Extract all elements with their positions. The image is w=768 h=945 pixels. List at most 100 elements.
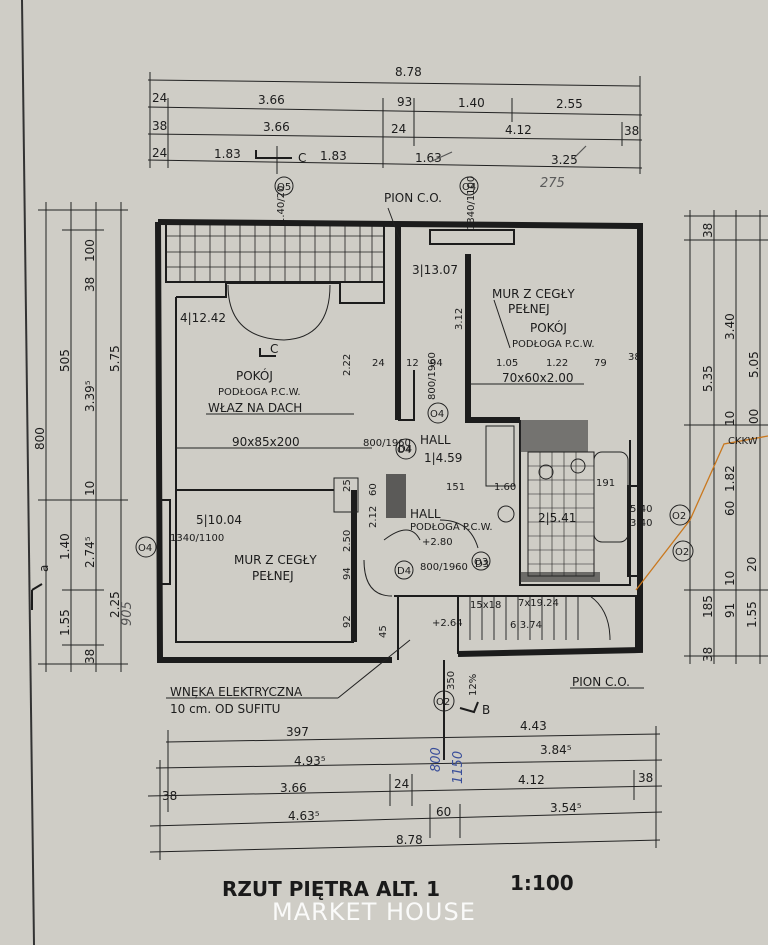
axis-label: O4 [462,182,476,193]
bottom-dim-total: 8.78 [396,833,423,847]
axis-label: O2 [675,547,689,558]
hall-area: 1|4.59 [424,451,462,465]
dim-note: 1.60 [494,482,516,493]
section-c-marker-room: C [270,342,278,356]
room-area-label: 5|10.04 [196,513,242,527]
left-dim: 38 [83,277,97,292]
right-dim: 38 [701,647,715,662]
dim-note: 92 [342,615,353,628]
bottom-dim: 3.54⁵ [550,801,582,815]
bottom-dim: 3.66 [280,781,307,795]
top-dim: 3.66 [258,93,285,107]
dim-note: 94 [342,567,353,580]
dim-note: 3.12 [454,308,465,330]
door-size: 800/1960 [363,438,411,449]
svg-text:C: C [298,151,306,165]
dim-note: 1.05 [496,358,518,369]
hall-name: HALL [420,433,451,447]
right-dim: 1.82 [723,465,737,492]
left-dim: 1.40 [58,533,72,560]
dim-note: 151 [446,482,465,493]
pion-label-top: PION C.O. [384,191,442,205]
right-dim: 91 [723,603,737,618]
left-dim: 10 [83,481,97,496]
room-floor: PODŁOGA P.C.W. [512,339,595,350]
bottom-dim: 38 [638,771,653,785]
section-a-marker [31,583,43,610]
roof-hatch-label: WŁAZ NA DACH [208,401,302,415]
dim-note: 2.12 [368,506,379,528]
top-dim: 1.83 [320,149,347,163]
sheet-border-line [21,0,35,945]
axis-label: O3 [474,557,488,568]
level-label: +2.64 [432,618,463,629]
dim-note: 191 [596,478,615,489]
top-dim: 24 [152,146,167,160]
top-dim: 4.12 [505,123,532,137]
left-dim: 100 [83,239,97,262]
dim-note: 2.22 [342,354,353,376]
dim-note: 12% [468,674,479,696]
right-dim: 10 [723,411,737,426]
right-dim: 1.55 [745,601,759,628]
balcony-grid [165,221,385,283]
dim-note: 2.50 [342,530,353,552]
electrical-niche-note: WNĘKA ELEKTRYCZNA 10 cm. OD SUFITU PION … [166,639,644,716]
right-dim: 5.35 [701,365,715,392]
dim-note: 38 [628,352,641,363]
room-area-label: 4|12.42 [180,311,226,325]
handwritten-note: 905 [120,601,135,626]
left-dim: 2.25 [108,591,122,618]
top-dim-total: 8.78 [395,65,422,79]
bottom-dim: 38 [162,789,177,803]
stairs-size: 7x19.24 [518,598,559,609]
left-dim: 800 [33,427,47,450]
top-dim: 1.40 [458,96,485,110]
window-size-top: 1340/1100 [466,176,477,230]
bottom-dim: 3.84⁵ [540,743,572,757]
left-dim: 5.75 [108,345,122,372]
room-wall-label: PEŁNEJ [252,569,294,583]
svg-text:a: a [37,565,51,572]
right-dim: 60 [723,501,737,516]
bottom-dim: 397 [286,725,309,739]
drawing-title: RZUT PIĘTRA ALT. 1 [222,877,440,901]
bottom-dim: 4.12 [518,773,545,787]
hall-floor: PODŁOGA P.C.W. [410,522,493,533]
top-dim: 3.25 [551,153,578,167]
top-dim: 24 [152,91,167,105]
stairs-steps: 15x18 [470,600,501,611]
bathroom-area: 2|5.41 [538,511,576,525]
right-dim: 00 [747,409,761,424]
top-dim: 1.63 [415,151,442,165]
top-dim: 1.83 [214,147,241,161]
bottom-dim: 24 [394,777,409,791]
bottom-dim: 60 [436,805,451,819]
drawing-scale: 1:100 [510,871,574,895]
axis-label: O5 [277,182,291,193]
room-labels: 4|12.42 C POKÓJ PODŁOGA P.C.W. WŁAZ NA D… [170,176,652,696]
door-size: 800/1960 [420,562,468,573]
handwritten-note: 275 [540,176,565,191]
window-size-left: 1340/1100 [170,533,224,544]
dim-note: 350 [446,671,457,690]
dim-note: 60 [368,483,379,496]
bottom-dimension-chains: 397 4.43 4.93⁵ 3.84⁵ 38 3.66 24 4.12 38 … [147,719,663,860]
room-floor: PODŁOGA P.C.W. [218,387,301,398]
dim-note: 12 [406,358,419,369]
pion-label-bottom: PION C.O. [572,675,630,689]
axis-label: O2 [672,511,686,522]
room-name: POKÓJ [236,368,273,383]
top-dim: 38 [624,124,639,138]
door-marker: D4 [397,566,411,577]
axis-label: O4 [430,409,444,420]
dim-note: 25 [342,479,353,492]
bathroom-fixtures [333,420,629,577]
dim-note: 79 [594,358,607,369]
right-dim: 185 [701,595,715,618]
top-dim: 93 [397,95,412,109]
dim-note: 3|40 [630,518,652,529]
right-dimension-chains: 38 3.40 5.35 5.05 10 1.82 60 20 10 1.55 … [684,210,768,664]
door-size: 800/1960 [427,352,438,400]
